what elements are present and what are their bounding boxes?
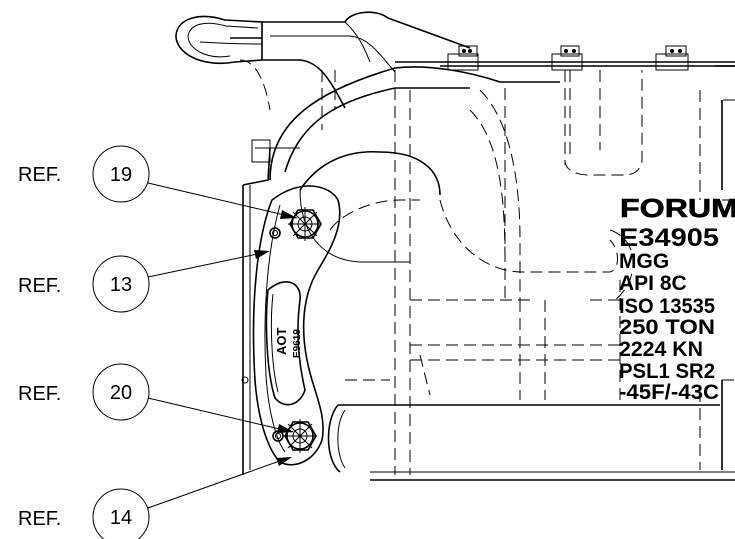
callout-14: REF. 14 [18,457,292,539]
callout-prefix: REF. [18,508,61,530]
callout-number: 14 [110,507,132,529]
callout-prefix: REF. [18,164,61,186]
brand-logo: FORUM [620,193,735,223]
latch-link [252,185,341,466]
marking-line-2: MGG [619,250,669,273]
link-marking-line1: AOT [274,328,289,356]
callout-prefix: REF. [18,383,61,405]
hinge-pin-3 [655,45,689,71]
callout-number: 20 [110,382,132,404]
marking-line-4: ISO 13535 [619,295,715,318]
elevator-body [241,45,735,481]
hinge-pin-1 [447,45,479,71]
marking-line-1: E34905 [619,224,719,252]
lower-pin-nut [272,419,317,453]
link-marking: AOT E9619 [274,328,303,359]
callout-number: 19 [110,164,132,186]
callout-prefix: REF. [18,275,61,297]
hidden-lines [239,59,735,475]
marking-line-8: -45F/-43C [619,381,719,404]
callout-20: REF. 20 [18,363,294,433]
upper-pin-nut [269,207,322,241]
hinge-pin-2 [551,45,583,71]
marking-line-5: 250 TON [619,316,715,339]
marking-line-6: 2224 KN [619,338,703,361]
callout-13: REF. 13 [18,250,270,313]
marking-line-7: PSL1 SR2 [619,360,715,383]
body-marking: FORUM E34905 MGG API 8C ISO 13535 250 TO… [619,193,735,404]
callout-number: 13 [110,274,132,296]
link-marking-line2: E9619 [292,329,303,358]
marking-line-3: API 8C [619,272,687,295]
callout-19: REF. 19 [18,145,298,219]
top-handles [175,11,471,109]
